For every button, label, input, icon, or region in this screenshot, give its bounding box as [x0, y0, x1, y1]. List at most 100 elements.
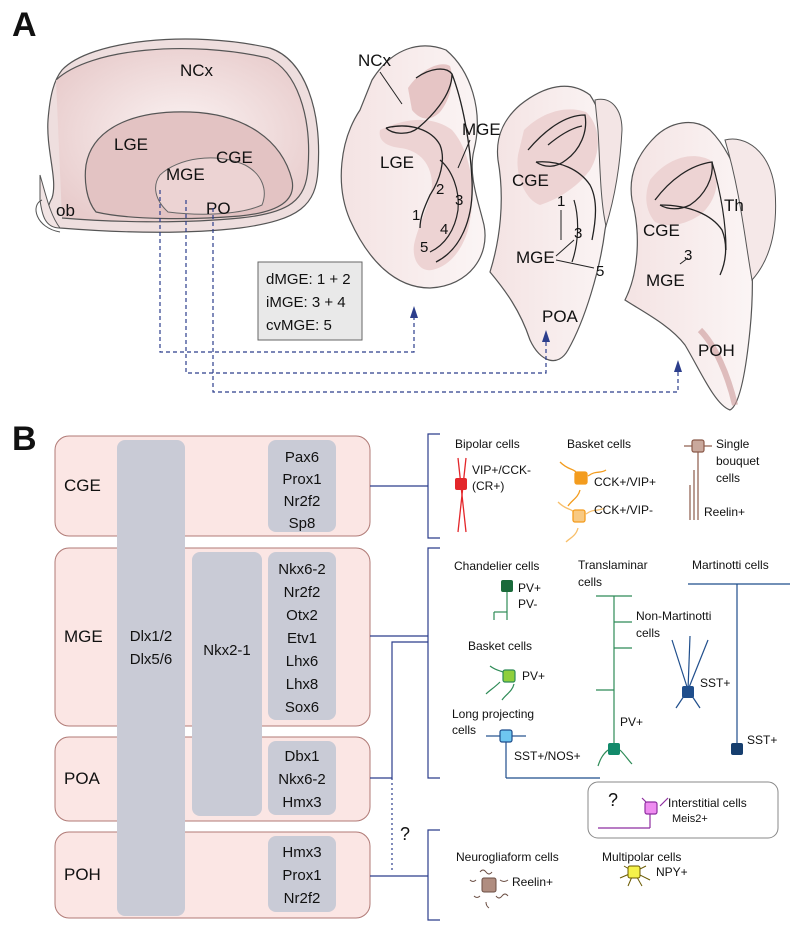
non-martinotti-marker: SST+ — [700, 676, 730, 690]
martinotti-title: Martinotti cells — [692, 558, 769, 572]
mapping-arrows — [159, 190, 679, 393]
mge-basket-marker: PV+ — [522, 669, 545, 683]
sect2-cge-label: CGE — [512, 171, 549, 190]
gene-poa-2: Nkx6-2 — [278, 771, 326, 788]
dlx-gene-column — [117, 440, 185, 916]
panel-a-letter: A — [12, 6, 37, 44]
brain-lge-label: LGE — [114, 135, 148, 154]
sect3-mge-label: MGE — [646, 271, 685, 290]
mge-gene-column — [268, 552, 336, 720]
cge-gene-column — [268, 440, 336, 532]
bipolar-marker-1: VIP+/CCK- — [472, 463, 531, 477]
cge-basket-cell-icon-2 — [557, 501, 605, 543]
long-projecting-cell-icon — [486, 729, 600, 779]
gene-poa-1: Dbx1 — [284, 748, 319, 765]
martinotti-marker: SST+ — [747, 733, 777, 747]
coronal-section-1 — [340, 45, 486, 289]
sect1-num-5: 5 — [420, 239, 428, 256]
region-label-cge: CGE — [64, 476, 101, 495]
translaminar-title-1: Translaminar — [578, 558, 648, 572]
translaminar-marker: PV+ — [620, 715, 643, 729]
poa-gene-column — [268, 741, 336, 815]
poh-question-mark: ? — [400, 824, 410, 844]
region-label-poa: POA — [64, 769, 101, 788]
sect1-lge-label: LGE — [380, 153, 414, 172]
long-projecting-title-1: Long projecting — [452, 707, 534, 721]
gene-mge-5: Lhx6 — [286, 653, 319, 670]
coronal-section-2 — [489, 85, 623, 362]
bipolar-title: Bipolar cells — [455, 437, 520, 451]
sect1-ncx-label: NCx — [358, 51, 392, 70]
interstitial-marker: Meis2+ — [672, 813, 708, 825]
interstitial-cell-icon — [598, 797, 669, 829]
sect3-num-3: 3 — [684, 247, 692, 264]
cge-basket-cell-icon-1 — [559, 461, 607, 507]
gene-nkx21: Nkx2-1 — [203, 642, 251, 659]
single-bouquet-marker: Reelin+ — [704, 505, 745, 519]
legend-line-imge: iMGE: 3 + 4 — [266, 294, 346, 311]
chandelier-cell-icon — [493, 580, 513, 620]
chandelier-marker-1: PV+ — [518, 581, 541, 595]
gene-cge-2: Prox1 — [282, 471, 321, 488]
single-bouquet-title-3: cells — [716, 471, 740, 485]
gene-cge-3: Nr2f2 — [284, 493, 321, 510]
non-martinotti-title-1: Non-Martinotti — [636, 609, 711, 623]
translaminar-title-2: cells — [578, 575, 602, 589]
sect1-mge-label: MGE — [462, 120, 501, 139]
translaminar-cell-icon — [596, 595, 633, 767]
mge-basket-title: Basket cells — [468, 639, 532, 653]
sect1-num-1: 1 — [412, 207, 420, 224]
region-label-mge: MGE — [64, 627, 103, 646]
poh-gene-column — [268, 836, 336, 912]
neurogliaform-cell-icon — [469, 869, 509, 909]
multipolar-cell-icon — [619, 865, 651, 887]
gene-mge-4: Etv1 — [287, 630, 317, 647]
bipolar-cell-icon — [455, 457, 467, 533]
single-bouquet-title-1: Single — [716, 437, 750, 451]
sect2-num-1: 1 — [557, 193, 565, 210]
cge-basket-marker-1: CCK+/VIP+ — [594, 475, 656, 489]
bipolar-marker-2: (CR+) — [472, 479, 504, 493]
sect1-num-4: 4 — [440, 221, 448, 238]
chandelier-title: Chandelier cells — [454, 559, 539, 573]
whole-brain-drawing — [35, 38, 320, 233]
interstitial-box — [587, 781, 779, 839]
gene-mge-6: Lhx8 — [286, 676, 319, 693]
sect1-num-2: 2 — [436, 181, 444, 198]
cge-basket-marker-2: CCK+/VIP- — [594, 503, 653, 517]
brain-ob-label: ob — [56, 201, 75, 220]
sect2-num-5: 5 — [596, 263, 604, 280]
cge-basket-title: Basket cells — [567, 437, 631, 451]
interstitial-title: Interstitial cells — [668, 796, 747, 810]
brain-ncx-label: NCx — [180, 61, 214, 80]
arrowhead-section3 — [674, 360, 682, 372]
gene-mge-7: Sox6 — [285, 699, 319, 716]
non-martinotti-title-2: cells — [636, 626, 660, 640]
legend-line-dmge: dMGE: 1 + 2 — [266, 271, 351, 288]
brain-po-label: PO — [206, 199, 231, 218]
sect3-cge-label: CGE — [643, 221, 680, 240]
mge-basket-cell-icon — [485, 665, 516, 701]
gene-cge-4: Sp8 — [289, 515, 316, 532]
long-projecting-marker: SST+/NOS+ — [514, 749, 581, 763]
sect2-mge-label: MGE — [516, 248, 555, 267]
single-bouquet-title-2: bouquet — [716, 454, 760, 468]
gene-cge-1: Pax6 — [285, 449, 319, 466]
mge-subdivision-legend — [257, 261, 363, 341]
sect3-poh-label: POH — [698, 341, 735, 360]
neurogliaform-marker: Reelin+ — [512, 875, 553, 889]
gene-poa-3: Hmx3 — [282, 794, 321, 811]
gene-dlx56: Dlx5/6 — [130, 651, 173, 668]
multipolar-title: Multipolar cells — [602, 850, 681, 864]
gene-mge-3: Otx2 — [286, 607, 318, 624]
gene-poh-2: Prox1 — [282, 867, 321, 884]
chandelier-marker-2: PV- — [518, 597, 537, 611]
nkx21-gene-column — [192, 552, 262, 816]
gene-poh-3: Nr2f2 — [284, 890, 321, 907]
legend-line-cvmge: cvMGE: 5 — [266, 317, 332, 334]
single-bouquet-cell-icon — [684, 439, 712, 520]
gene-dlx12: Dlx1/2 — [130, 628, 173, 645]
neurogliaform-title: Neurogliaform cells — [456, 850, 559, 864]
martinotti-cell-icon — [688, 583, 790, 755]
